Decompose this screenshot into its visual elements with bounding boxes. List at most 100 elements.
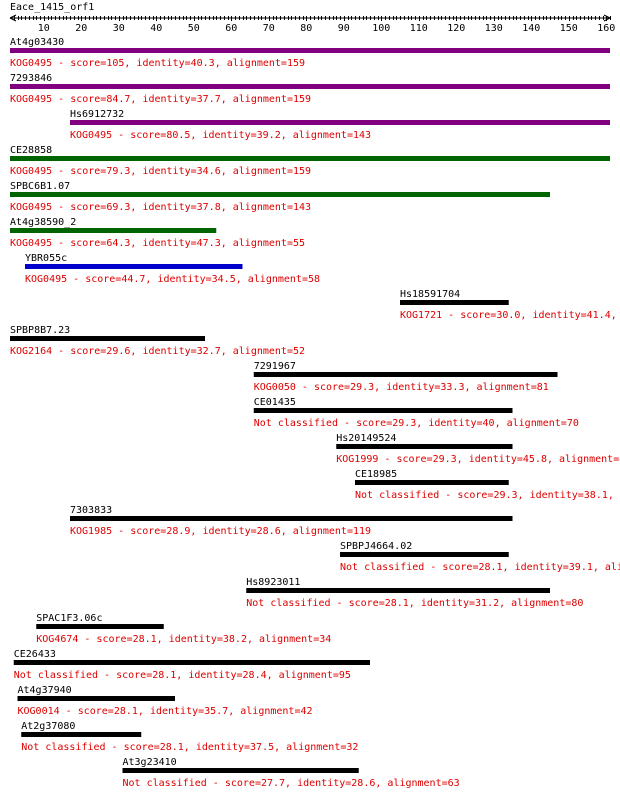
hit-name[interactable]: 7303833 — [70, 505, 112, 516]
hit-bar[interactable] — [253, 408, 513, 413]
hit-annotation[interactable]: KOG4674 - score=28.1, identity=38.2, ali… — [36, 634, 331, 645]
hit-name[interactable]: CE01435 — [254, 397, 296, 408]
hit-annotation[interactable]: KOG0495 - score=80.5, identity=39.2, ali… — [70, 130, 371, 141]
ruler-tick-label: 10 — [38, 23, 50, 34]
hit-bar[interactable] — [10, 48, 610, 53]
hit-name[interactable]: SPAC1F3.06c — [36, 613, 102, 624]
hit-annotation[interactable]: KOG0495 - score=64.3, identity=47.3, ali… — [10, 238, 305, 249]
hit-name[interactable]: CE28858 — [10, 145, 52, 156]
hit-bar[interactable] — [340, 552, 509, 557]
ruler-tick-label: 30 — [113, 23, 125, 34]
hit-name[interactable]: Hs6912732 — [70, 109, 124, 120]
hit-bar[interactable] — [10, 84, 610, 89]
hit-name[interactable]: Hs20149524 — [336, 433, 396, 444]
hit-annotation[interactable]: KOG1999 - score=29.3, identity=45.8, ali… — [336, 454, 620, 465]
ruler-tick-label: 130 — [485, 23, 503, 34]
hit-annotation[interactable]: KOG2164 - score=29.6, identity=32.7, ali… — [10, 346, 305, 357]
hit-annotation[interactable]: Not classified - score=28.1, identity=37… — [21, 742, 358, 753]
hit-bar[interactable] — [13, 660, 370, 665]
hit-bar[interactable] — [70, 516, 513, 521]
hit-bar[interactable] — [10, 336, 205, 341]
hit-annotation[interactable]: Not classified - score=28.1, identity=31… — [246, 598, 583, 609]
hit-name[interactable]: CE26433 — [14, 649, 56, 660]
hit-name[interactable]: At4g03430 — [10, 37, 64, 48]
ruler-tick-label: 100 — [372, 23, 390, 34]
hit-bar[interactable] — [10, 156, 610, 161]
hit-name[interactable]: SPBC6B1.07 — [10, 181, 70, 192]
hit-name[interactable]: Hs8923011 — [246, 577, 300, 588]
ruler-tick-label: 90 — [338, 23, 350, 34]
hit-name[interactable]: At2g37080 — [21, 721, 75, 732]
ruler-tick-label: 20 — [75, 23, 87, 34]
hit-bar[interactable] — [36, 624, 164, 629]
hit-annotation[interactable]: Not classified - score=28.1, identity=28… — [14, 670, 351, 681]
hit-name[interactable]: YBR055c — [25, 253, 67, 264]
hit-annotation[interactable]: KOG0495 - score=44.7, identity=34.5, ali… — [25, 274, 320, 285]
hit-bar[interactable] — [122, 768, 359, 773]
hit-bar[interactable] — [336, 444, 513, 449]
ruler-arrows — [9, 14, 611, 22]
hit-bar[interactable] — [355, 480, 509, 485]
hit-name[interactable]: At4g38590_2 — [10, 217, 76, 228]
hit-bar[interactable] — [400, 300, 509, 305]
hit-annotation[interactable]: Not classified - score=27.7, identity=28… — [123, 778, 460, 789]
hit-annotation[interactable]: KOG0050 - score=29.3, identity=33.3, ali… — [254, 382, 549, 393]
hit-annotation[interactable]: KOG1985 - score=28.9, identity=28.6, ali… — [70, 526, 371, 537]
hit-bar[interactable] — [253, 372, 558, 377]
hit-annotation[interactable]: KOG0495 - score=84.7, identity=37.7, ali… — [10, 94, 311, 105]
hit-annotation[interactable]: KOG0495 - score=105, identity=40.3, alig… — [10, 58, 305, 69]
hit-bar[interactable] — [21, 732, 142, 737]
hit-annotation[interactable]: Not classified - score=28.1, identity=39… — [340, 562, 620, 573]
ruler-tick-label: 120 — [447, 23, 465, 34]
ruler-tick-label: 40 — [150, 23, 162, 34]
hit-name[interactable]: Hs18591704 — [400, 289, 460, 300]
ruler-tick-label: 80 — [300, 23, 312, 34]
hit-name[interactable]: SPBPJ4664.02 — [340, 541, 412, 552]
ruler-tick-label: 60 — [225, 23, 237, 34]
hit-annotation[interactable]: Not classified - score=29.3, identity=40… — [254, 418, 579, 429]
hit-name[interactable]: At3g23410 — [123, 757, 177, 768]
ruler-tick-label: 150 — [560, 23, 578, 34]
hit-bar[interactable] — [25, 264, 243, 269]
ruler-tick-label: 70 — [263, 23, 275, 34]
hit-annotation[interactable]: Not classified - score=29.3, identity=38… — [355, 490, 620, 501]
hit-bar[interactable] — [70, 120, 610, 125]
hit-name[interactable]: 7293846 — [10, 73, 52, 84]
hit-bar[interactable] — [10, 228, 217, 233]
ruler-tick-label: 160 — [597, 23, 615, 34]
hit-name[interactable]: SPBP8B7.23 — [10, 325, 70, 336]
hit-name[interactable]: 7291967 — [254, 361, 296, 372]
hit-annotation[interactable]: KOG0495 - score=69.3, identity=37.8, ali… — [10, 202, 311, 213]
hit-annotation[interactable]: KOG1721 - score=30.0, identity=41.4, ali… — [400, 310, 620, 321]
ruler-tick-label: 50 — [188, 23, 200, 34]
hit-annotation[interactable]: KOG0495 - score=79.3, identity=34.6, ali… — [10, 166, 311, 177]
ruler-tick-label: 140 — [522, 23, 540, 34]
hit-bar[interactable] — [246, 588, 550, 593]
hit-name[interactable]: At4g37940 — [18, 685, 72, 696]
query-name: Eace_1415_orf1 — [10, 2, 94, 13]
hit-name[interactable]: CE18985 — [355, 469, 397, 480]
hit-bar[interactable] — [17, 696, 176, 701]
hit-bar[interactable] — [10, 192, 550, 197]
hit-annotation[interactable]: KOG0014 - score=28.1, identity=35.7, ali… — [18, 706, 313, 717]
